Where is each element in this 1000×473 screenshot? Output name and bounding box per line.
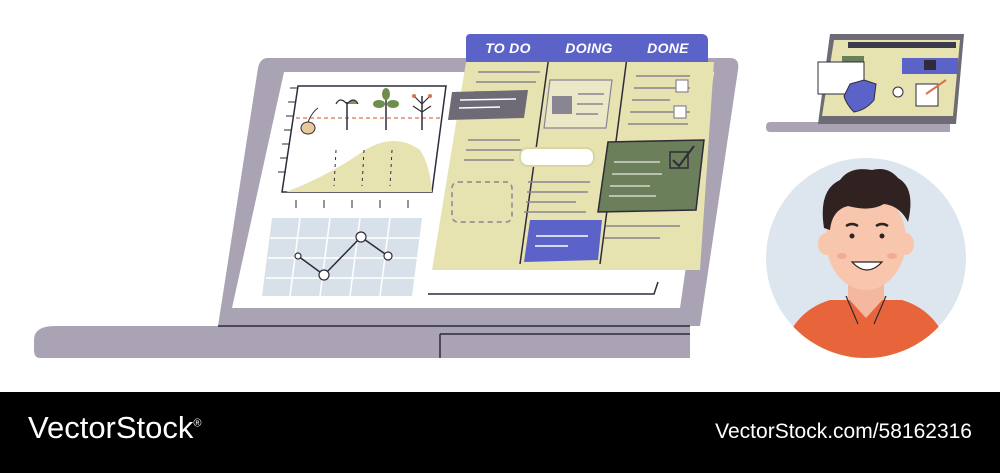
todo-card-dashed (451, 181, 513, 223)
checkmark-icon (672, 145, 695, 168)
tab-todo: TO DO (466, 34, 550, 62)
pen-icon (925, 79, 947, 95)
done-card-checked (597, 139, 705, 213)
brand-name: VectorStock® (28, 410, 202, 446)
illustration (34, 33, 966, 358)
brand-text: VectorStock (28, 410, 194, 445)
doing-card-outline (519, 147, 595, 167)
todo-card-blue (524, 220, 602, 262)
mature-plant-icon (412, 94, 432, 130)
registered-mark: ® (193, 417, 202, 430)
laptop-base (34, 326, 690, 358)
watermark-footer (0, 392, 1000, 473)
plant-growth-chart (278, 85, 447, 208)
line-chart (262, 217, 422, 297)
tab-done: DONE (628, 34, 708, 62)
kanban-board (428, 33, 714, 295)
floating-note-card (448, 90, 528, 120)
lock-icon (924, 60, 936, 70)
tab-doing: DOING (550, 34, 628, 62)
small-laptop (766, 34, 964, 132)
image-id: VectorStock.com/58162316 (715, 420, 972, 443)
young-plant-icon (373, 88, 399, 130)
sprout-icon (335, 99, 359, 130)
doing-card-image (543, 79, 613, 129)
avatar (766, 158, 966, 358)
key-icon (892, 86, 904, 98)
seed-icon (300, 107, 319, 135)
shield-icon (843, 79, 877, 113)
